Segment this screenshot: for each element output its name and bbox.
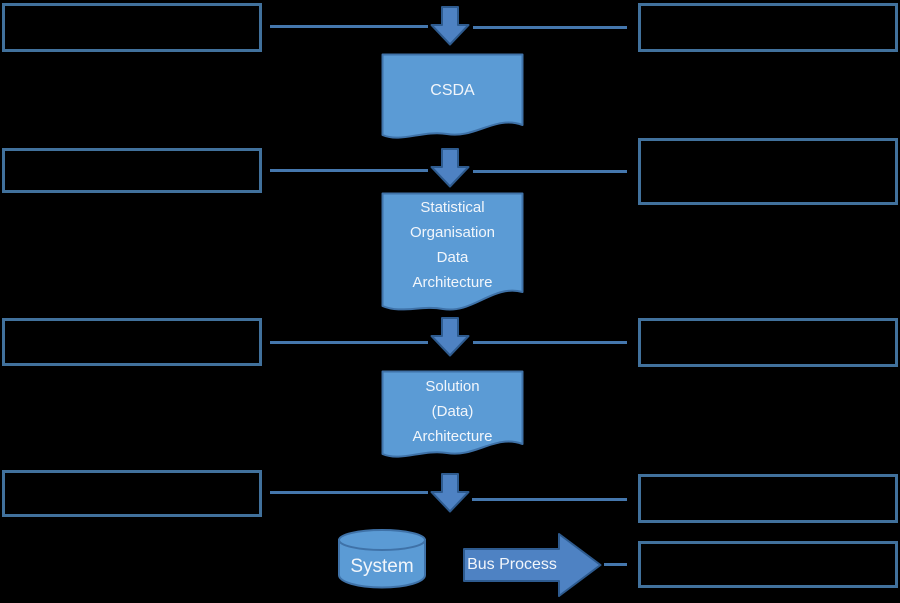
down-arrow-icon-1 (430, 6, 470, 46)
system-label: System (350, 556, 414, 577)
soda-label-line2: Organisation (409, 224, 496, 241)
solution-label-block: Solution (Data) Architecture (381, 370, 524, 466)
csda-label-block: CSDA (381, 53, 524, 129)
document-shape-solution-data-architecture: Solution (Data) Architecture (381, 370, 524, 462)
soda-label-line3: Data (436, 249, 469, 266)
document-shape-csda: CSDA (381, 53, 524, 143)
document-shape-statistical-organisation-data-architecture: Statistical Organisation Data Architectu… (381, 192, 524, 318)
right-arrow-shape (463, 533, 602, 597)
down-arrow-icon-4 (430, 473, 470, 513)
cylinder-shape (338, 529, 426, 589)
right-box-5 (638, 541, 898, 588)
connector-row4-left (270, 491, 428, 494)
connector-row1-left (270, 25, 428, 28)
solution-label-line1: Solution (425, 378, 480, 395)
right-box-1 (638, 3, 898, 52)
connector-row1-right (473, 26, 627, 29)
soda-label-line4: Architecture (412, 274, 493, 291)
bus-process-arrow: Bus Process (463, 532, 603, 598)
solution-label-line2: (Data) (431, 403, 474, 420)
soda-label-block: Statistical Organisation Data Architectu… (381, 192, 524, 321)
down-arrow-icon-3 (430, 317, 470, 357)
connector-row2-left (270, 169, 428, 172)
left-box-1 (2, 3, 262, 52)
left-box-4 (2, 470, 262, 517)
csda-label: CSDA (430, 82, 475, 99)
document-wave-shape (381, 192, 524, 311)
connector-row2-right (473, 170, 627, 173)
connector-row4-right (472, 498, 627, 501)
right-box-4 (638, 474, 898, 523)
connector-row3-right (473, 341, 627, 344)
solution-label-line3: Architecture (412, 428, 493, 445)
right-box-2 (638, 138, 898, 205)
right-box-3 (638, 318, 898, 367)
left-box-2 (2, 148, 262, 193)
soda-label-line1: Statistical (420, 199, 485, 216)
connector-row5-right (604, 563, 627, 566)
document-wave-shape (381, 370, 524, 458)
database-cylinder: System (337, 528, 427, 590)
down-arrow-icon-2 (430, 148, 470, 188)
bus-process-label: Bus Process (467, 556, 557, 573)
connector-row3-left (270, 341, 428, 344)
document-wave-shape (381, 53, 524, 139)
left-box-3 (2, 318, 262, 366)
